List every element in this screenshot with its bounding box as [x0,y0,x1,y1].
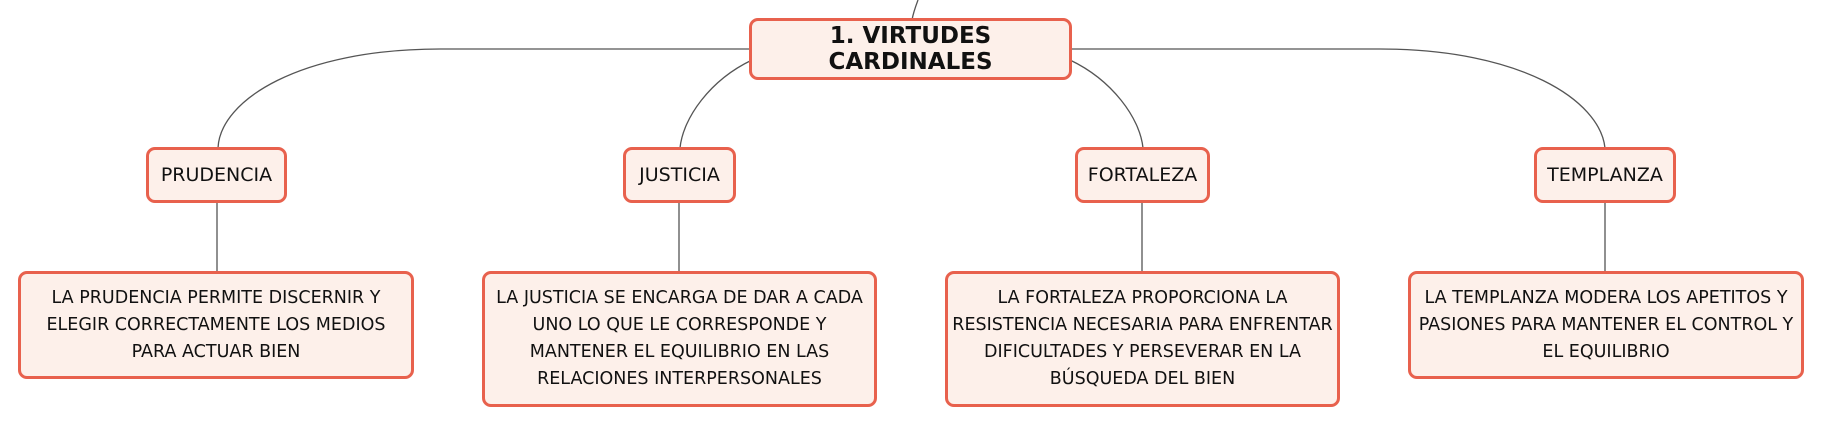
connector-root-to-prudencia [217,48,751,149]
connector-root-to-fortaleza [1069,59,1144,149]
description-text-fortaleza: LA FORTALEZA PROPORCIONA LA RESISTENCIA … [952,288,1333,389]
topic-node-fortaleza[interactable]: FORTALEZA [1075,147,1210,203]
description-node-prudencia[interactable]: LA PRUDENCIA PERMITE DISCERNIR Y ELEGIR … [18,271,414,379]
description-text-prudencia: LA PRUDENCIA PERMITE DISCERNIR Y ELEGIR … [46,287,386,362]
topic-node-prudencia[interactable]: PRUDENCIA [146,147,287,203]
description-node-fortaleza[interactable]: LA FORTALEZA PROPORCIONA LA RESISTENCIA … [945,271,1340,407]
connector-parent-to-root [911,0,919,21]
topic-label-prudencia: PRUDENCIA [160,164,273,186]
description-node-templanza[interactable]: LA TEMPLANZA MODERA LOS APETITOS Y PASIO… [1408,271,1804,379]
description-node-justicia[interactable]: LA JUSTICIA SE ENCARGA DE DAR A CADA UNO… [482,271,877,407]
description-text-justicia: LA JUSTICIA SE ENCARGA DE DAR A CADA UNO… [496,288,863,389]
topic-node-templanza[interactable]: TEMPLANZA [1534,147,1676,203]
topic-label-fortaleza: FORTALEZA [1087,164,1198,186]
root-topic-label: 1. VIRTUDES CARDINALES [828,23,993,75]
topic-node-justicia[interactable]: JUSTICIA [623,147,736,203]
connector-root-to-justicia [679,59,753,149]
topic-label-justicia: JUSTICIA [639,164,720,186]
connector-root-to-templanza [1070,48,1606,149]
topic-label-templanza: TEMPLANZA [1547,164,1663,186]
root-topic-node[interactable]: 1. VIRTUDES CARDINALES [749,18,1072,80]
description-text-templanza: LA TEMPLANZA MODERA LOS APETITOS Y PASIO… [1418,287,1794,362]
